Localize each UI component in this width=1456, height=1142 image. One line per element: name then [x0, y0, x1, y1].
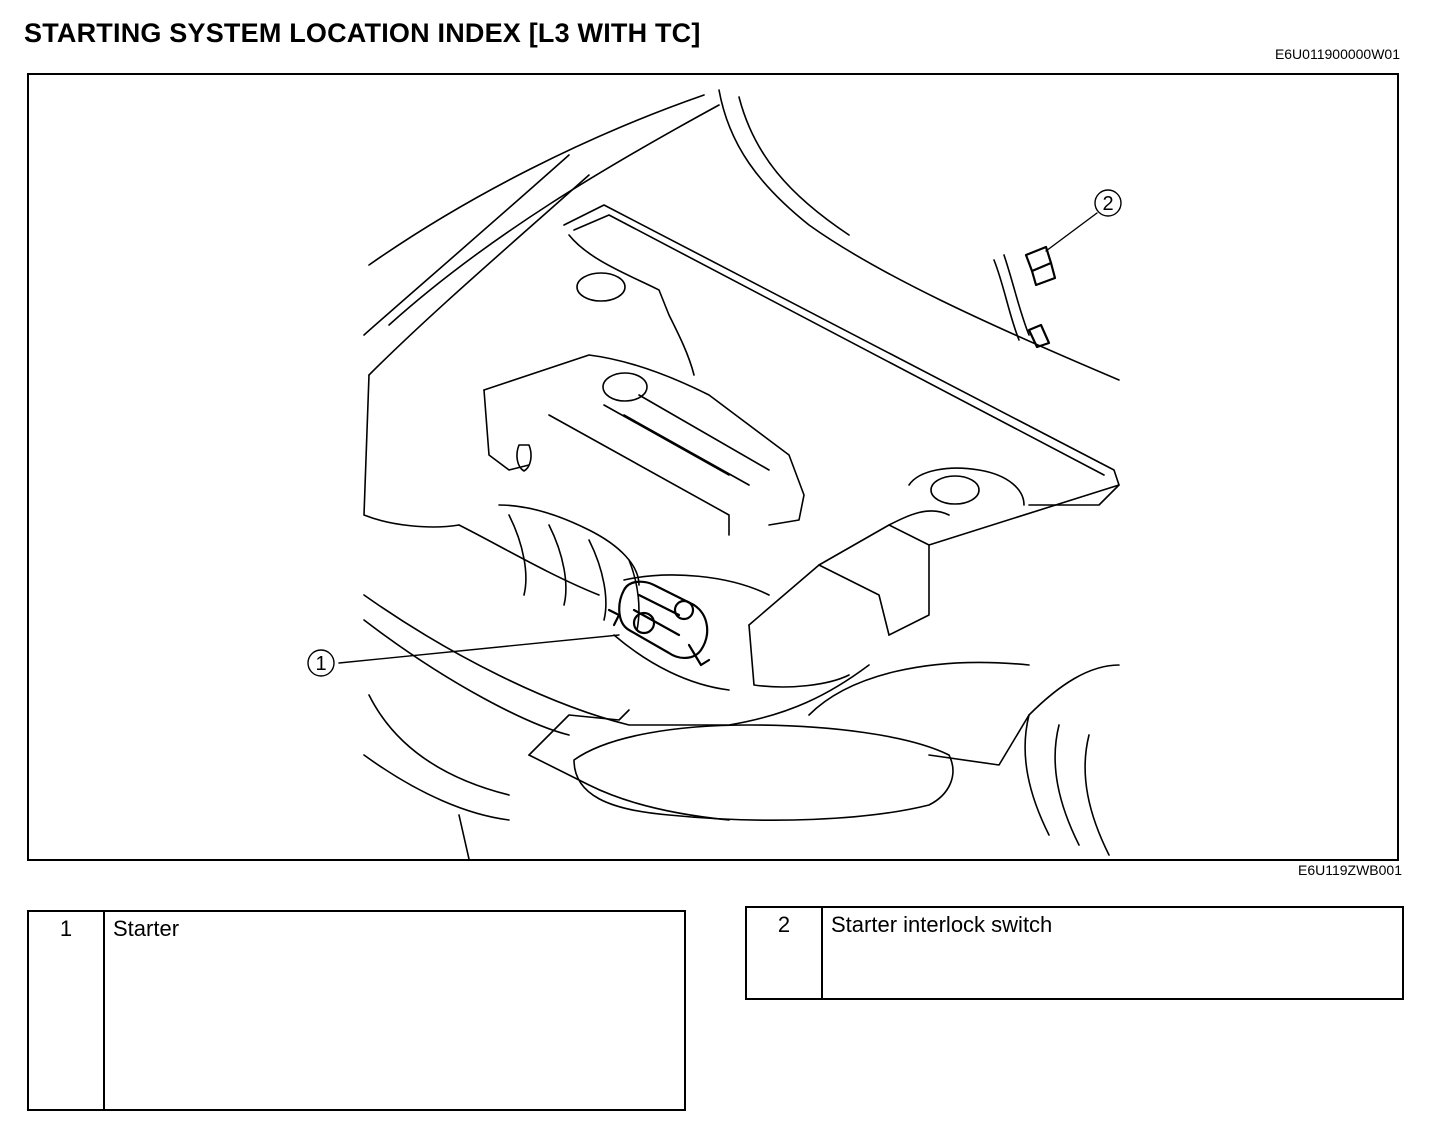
starter-interlock-switch-icon: [1024, 245, 1057, 349]
figure-code: E6U119ZWB001: [1297, 862, 1402, 878]
starter-motor-icon: [607, 580, 711, 667]
page-title: STARTING SYSTEM LOCATION INDEX [L3 WITH …: [24, 18, 701, 48]
legend-row-starter-interlock-switch: 2 Starter interlock switch: [745, 906, 1404, 1000]
document-code: E6U011900000W01: [1274, 46, 1400, 62]
legend-number: 1: [29, 912, 105, 1109]
legend-row-starter: 1 Starter: [27, 910, 686, 1111]
legend-number: 2: [747, 908, 823, 998]
legend-label: Starter interlock switch: [831, 912, 1053, 937]
callout-2-number: 2: [1102, 193, 1113, 215]
callout-1-number: 1: [315, 653, 326, 675]
legend-label: Starter: [113, 916, 180, 941]
engine-compartment-figure: 1 2: [27, 73, 1399, 861]
engine-line-drawing: 1 2: [307, 89, 1122, 859]
